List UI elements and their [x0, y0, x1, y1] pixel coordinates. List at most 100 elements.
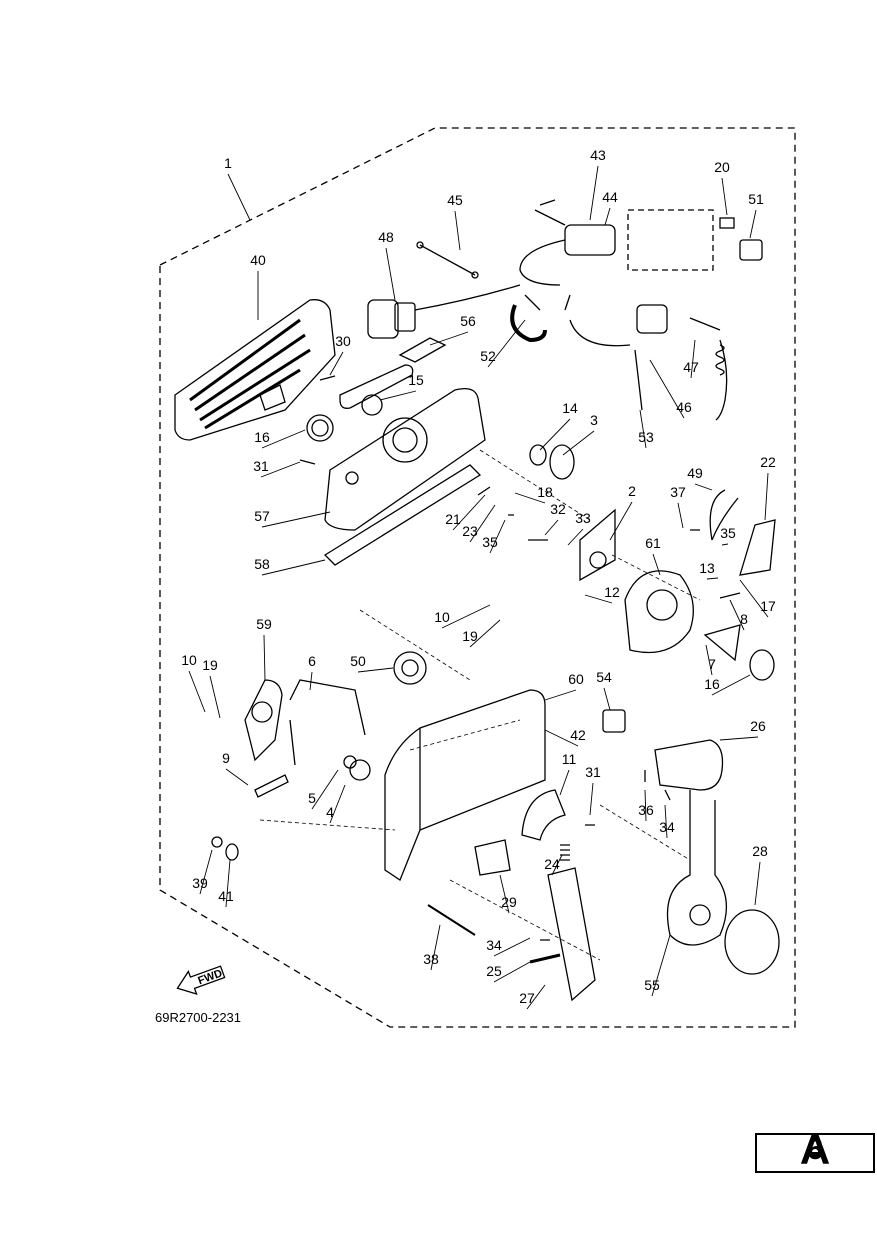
- callout-leader: [329, 351, 344, 376]
- callout-number: 16: [254, 429, 270, 445]
- callout-number: 38: [423, 951, 439, 967]
- bracket-part: [521, 789, 566, 841]
- callout-number: 35: [482, 534, 498, 550]
- callout-number: 4: [326, 804, 334, 820]
- callout-number: 13: [699, 560, 715, 576]
- callout-leader: [603, 687, 611, 711]
- callout-number: 24: [544, 856, 560, 872]
- callout-number: 20: [714, 159, 730, 175]
- callout-number: 45: [447, 192, 463, 208]
- callout-leader: [589, 165, 599, 221]
- callout-leader: [311, 769, 339, 810]
- lever-part: [244, 679, 283, 762]
- callout-number: 47: [683, 359, 699, 375]
- callout-leader: [430, 924, 441, 971]
- callout-number: 60: [568, 671, 584, 687]
- callout-leader: [567, 528, 584, 546]
- clip-part: [719, 217, 735, 229]
- callout-leader: [514, 492, 546, 504]
- bushing-part: [349, 759, 371, 781]
- gasket-part: [323, 464, 482, 566]
- callout-leader: [260, 461, 301, 478]
- callout-leader: [749, 209, 757, 239]
- arm-part: [547, 867, 596, 1002]
- callout-leader: [604, 207, 611, 226]
- callout-leader: [562, 430, 595, 456]
- callout-leader: [639, 409, 647, 449]
- callout-number: 54: [596, 669, 612, 685]
- callout-number: 32: [550, 501, 566, 517]
- callout-leader: [754, 861, 761, 906]
- callout-leader: [493, 937, 531, 957]
- callout-number: 1: [224, 155, 232, 171]
- callout-number: 18: [537, 484, 553, 500]
- callout-leader: [385, 247, 396, 301]
- callout-leader: [261, 511, 331, 528]
- callout-leader: [261, 429, 306, 449]
- callout-leader: [711, 674, 751, 696]
- callout-number: 25: [486, 963, 502, 979]
- callout-leader: [677, 502, 684, 529]
- callout-number: 5: [308, 790, 316, 806]
- plate-part: [703, 624, 741, 662]
- callout-number: 61: [645, 535, 661, 551]
- callout-number: 53: [638, 429, 654, 445]
- housing-part: [324, 387, 486, 531]
- callout-leader: [609, 501, 633, 541]
- callout-leader: [227, 173, 251, 221]
- forward-arrow-icon: FWD: [176, 965, 226, 996]
- callout-number: 30: [335, 333, 351, 349]
- callout-leader: [551, 854, 563, 876]
- callout-number: 10: [434, 609, 450, 625]
- callout-number: 31: [253, 458, 269, 474]
- callout-leader: [539, 418, 571, 451]
- callout-leader: [764, 472, 769, 521]
- cover-plate-part: [174, 299, 336, 441]
- callout-leader: [225, 859, 231, 908]
- washer-part: [225, 843, 239, 861]
- callout-leader: [225, 768, 249, 786]
- callout-number: 21: [445, 511, 461, 527]
- callout-leader: [644, 789, 647, 822]
- callout-number: 51: [748, 191, 764, 207]
- callout-number: 48: [378, 229, 394, 245]
- callout-number: 6: [308, 653, 316, 669]
- bolt-part: [427, 904, 476, 936]
- callout-leader: [526, 984, 546, 1010]
- insulator-part: [398, 337, 447, 363]
- callout-leader: [469, 619, 501, 648]
- callout-leader: [199, 849, 213, 895]
- drawing-code: 69R2700-2231: [155, 1010, 241, 1025]
- callout-number: 34: [486, 937, 502, 953]
- callout-number: 41: [218, 888, 234, 904]
- callout-leader: [664, 804, 668, 839]
- callout-number: 55: [644, 977, 660, 993]
- callout-number: 57: [254, 508, 270, 524]
- callout-number: 15: [408, 372, 424, 388]
- callout-number: 19: [462, 628, 478, 644]
- callout-number: 37: [670, 484, 686, 500]
- boot-part: [739, 519, 776, 576]
- callout-number: 46: [676, 399, 692, 415]
- callout-number: 42: [570, 727, 586, 743]
- clamp-part: [510, 304, 547, 343]
- callout-leader: [729, 599, 745, 631]
- callout-leader: [469, 504, 496, 543]
- bracket-part: [739, 239, 763, 261]
- callout-number: 3: [590, 412, 598, 428]
- callout-number: 11: [562, 751, 577, 767]
- plate-part: [549, 444, 575, 480]
- callout-leader: [499, 874, 510, 914]
- bushing-part: [749, 649, 775, 681]
- callout-number: 28: [752, 843, 768, 859]
- callout-number: 56: [460, 313, 476, 329]
- bushing-part: [311, 419, 329, 437]
- callout-number: 8: [740, 611, 748, 627]
- bracket-part: [289, 679, 366, 766]
- bushing-part: [361, 394, 383, 416]
- callout-leader: [357, 667, 394, 673]
- callout-leader: [559, 769, 570, 796]
- knob-part: [724, 909, 780, 975]
- callout-number: 12: [604, 584, 620, 600]
